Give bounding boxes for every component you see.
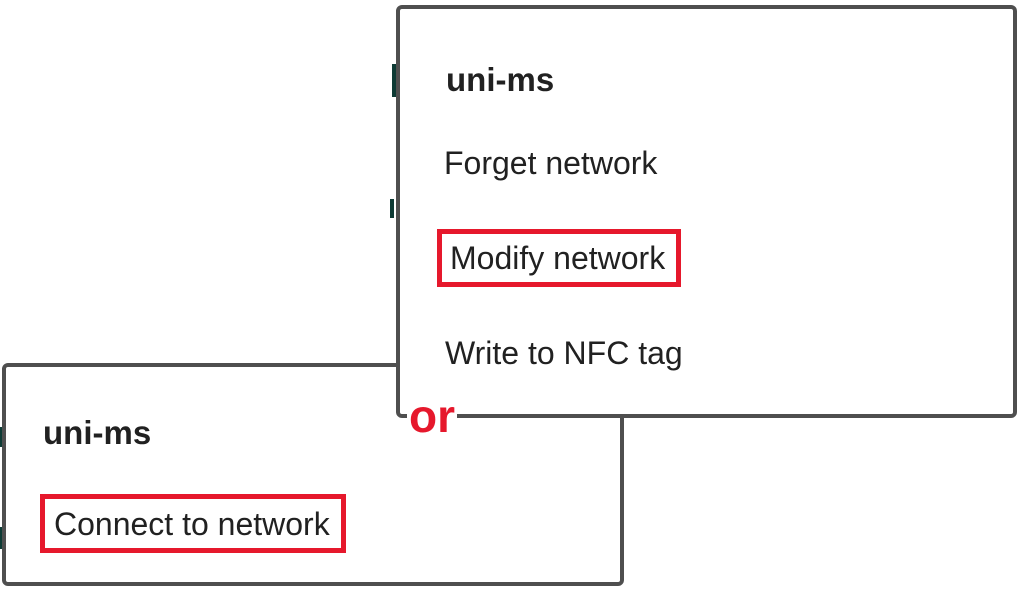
- background-screenshot-sliver: [0, 527, 3, 549]
- background-screenshot-sliver: [390, 199, 394, 218]
- menu-item-forget-network[interactable]: Forget network: [444, 145, 658, 181]
- or-annotation-label: or: [407, 390, 457, 442]
- menu-item-modify-network[interactable]: Modify network: [450, 240, 666, 276]
- background-screenshot-sliver: [0, 427, 3, 447]
- highlight-box-connect-to-network: Connect to network: [40, 494, 346, 553]
- background-screenshot-sliver: [392, 64, 396, 97]
- menu-item-write-to-nfc-tag[interactable]: Write to NFC tag: [445, 335, 683, 371]
- highlight-box-modify-network: Modify network: [437, 229, 681, 287]
- dialog-title: uni-ms: [446, 61, 555, 98]
- network-options-dialog: uni-ms Forget network Modify network Wri…: [396, 5, 1017, 418]
- menu-item-connect-to-network[interactable]: Connect to network: [54, 505, 330, 542]
- dialog-title: uni-ms: [43, 414, 152, 451]
